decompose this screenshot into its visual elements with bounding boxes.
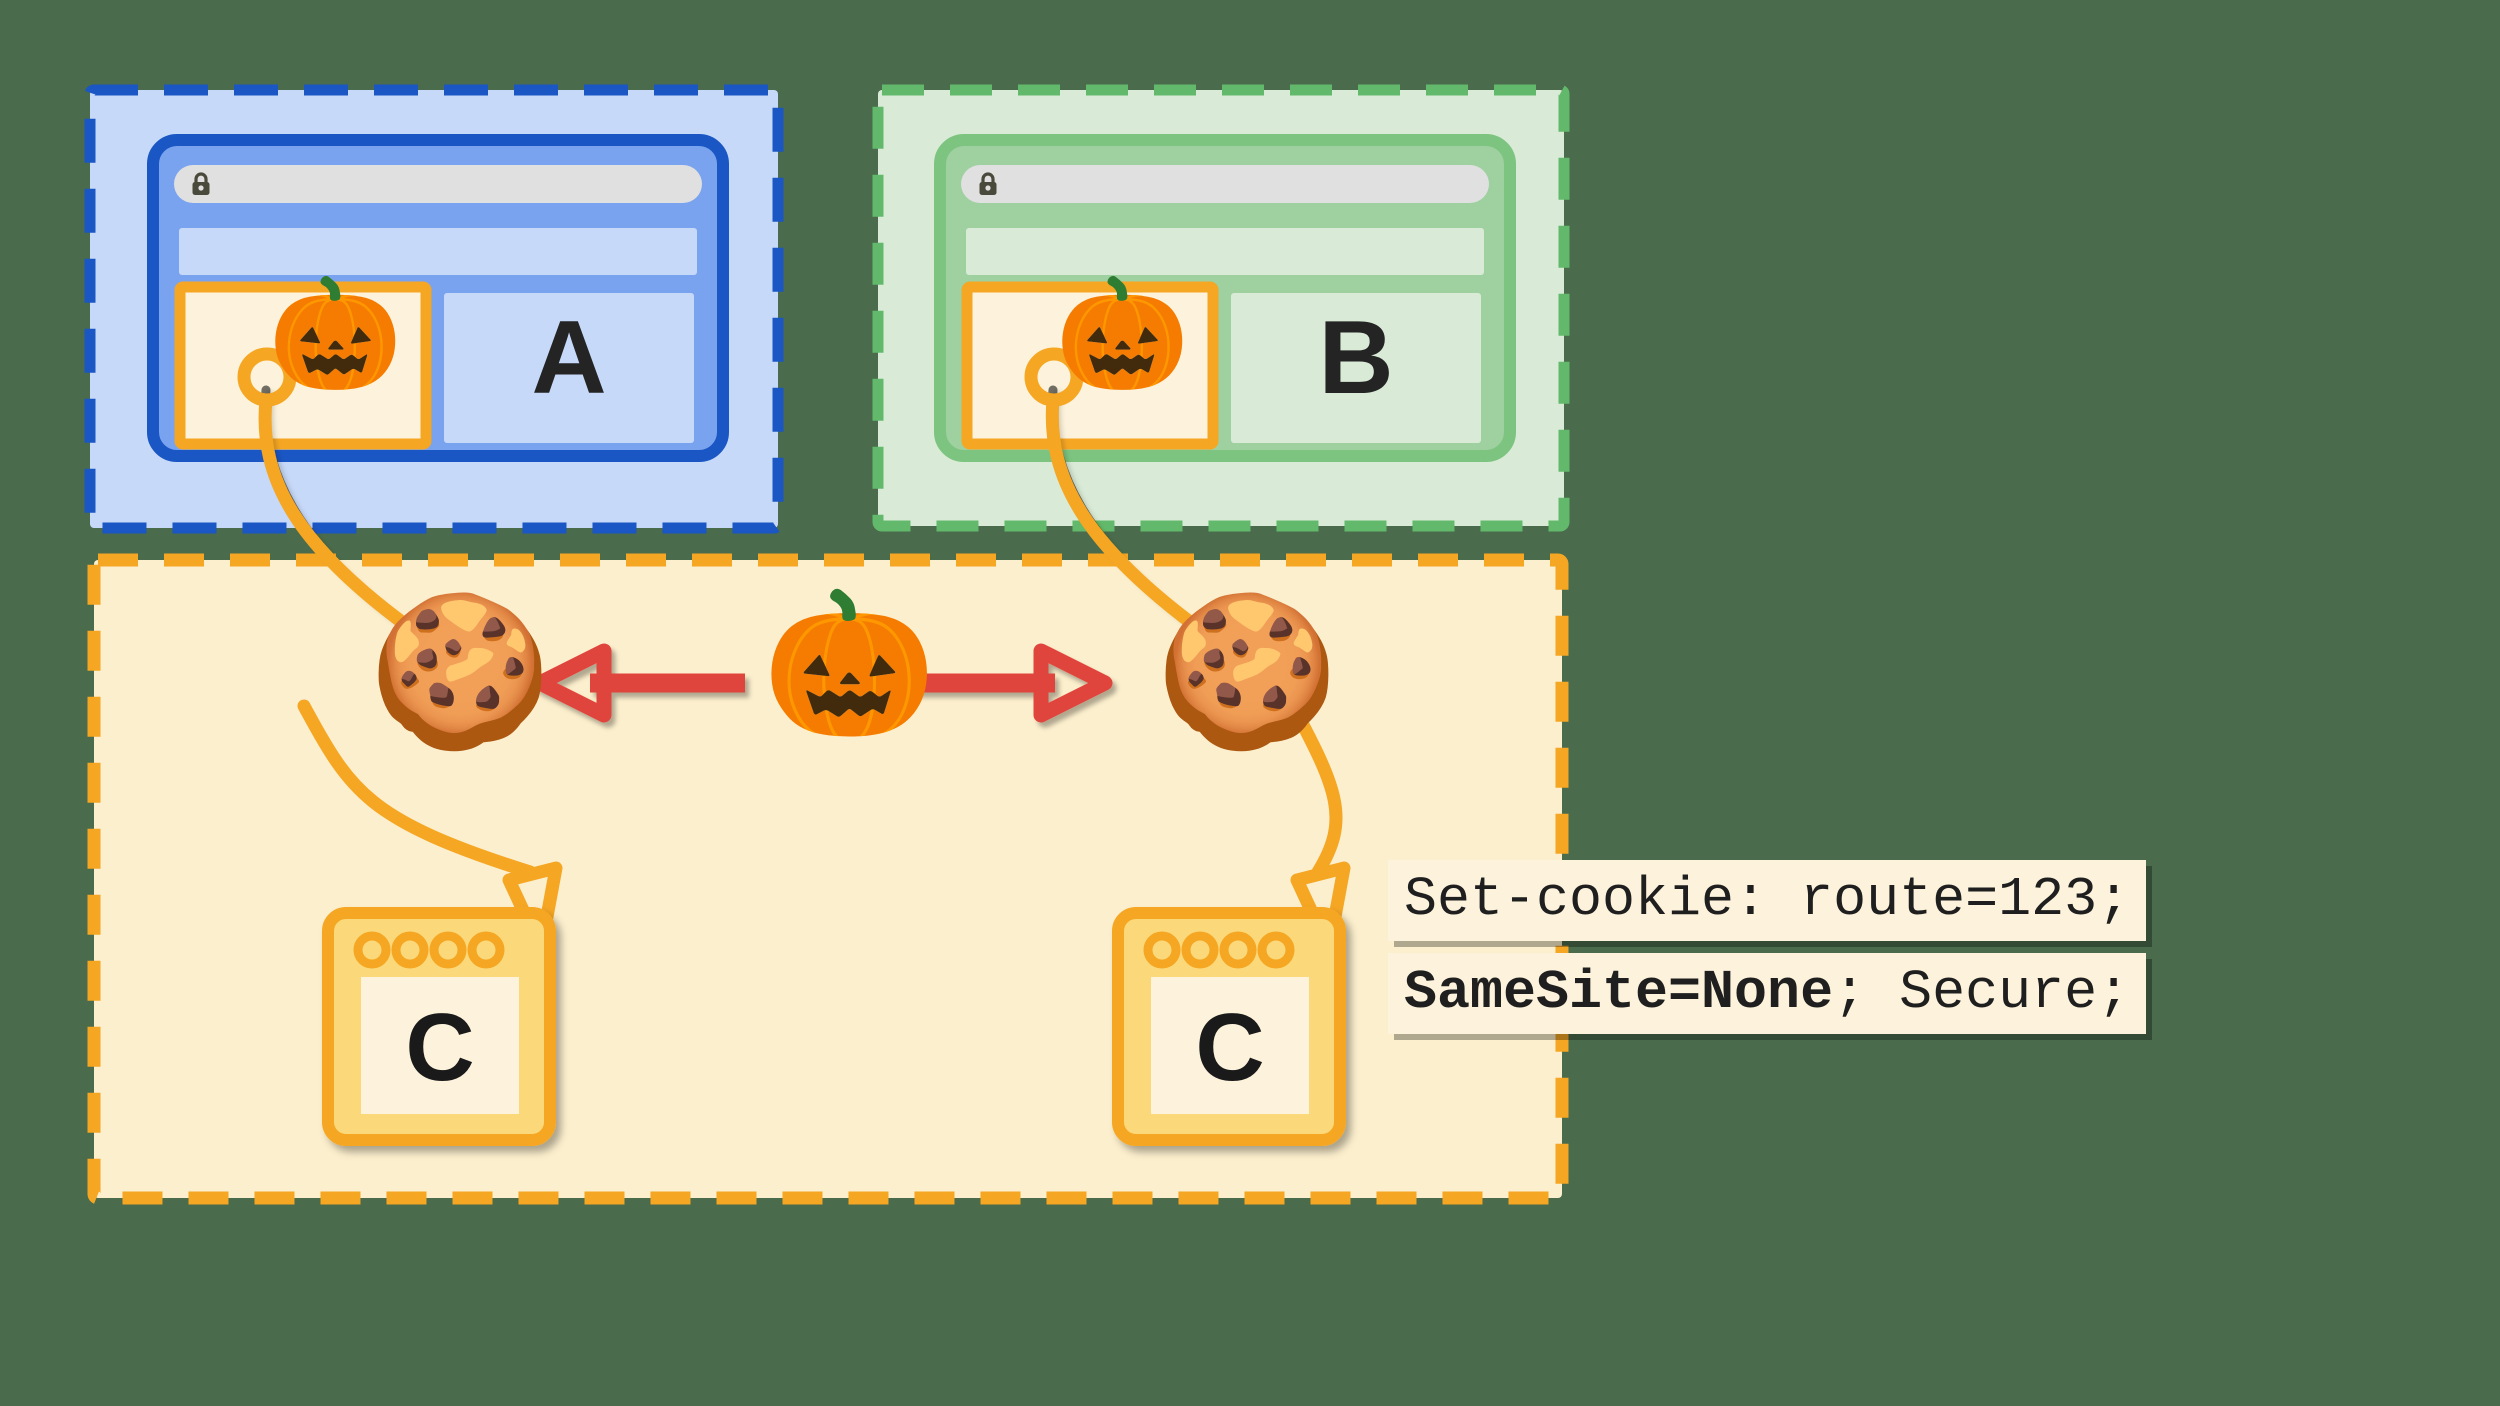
panel-site-a (84, 84, 784, 534)
server-c-left (322, 907, 556, 1146)
server-c-right-letter: C (1195, 994, 1264, 1101)
server-dot-1 (353, 931, 391, 969)
pumpkin-tile-a (174, 281, 432, 450)
letter-panel-a (444, 293, 694, 443)
code-label-line-1: Set-cookie: route=123; (1388, 860, 2147, 941)
center-pumpkin-icon: 🎃 (762, 585, 937, 742)
server-dot-4 (467, 931, 505, 969)
server-dot-1 (1143, 931, 1181, 969)
cookie-icon: 🍪 (1155, 589, 1340, 754)
pumpkin-tile-b (961, 281, 1219, 450)
code-label-line-2: SameSite=None; Secure; (1388, 953, 2147, 1034)
server-dot-3 (1219, 931, 1257, 969)
server-c-right-screen (1151, 977, 1309, 1114)
address-bar-a[interactable] (174, 165, 702, 203)
curved-arrow-b (1024, 347, 1205, 635)
code-secure-rest: ; Secure; (1833, 961, 2131, 1024)
content-strip-b (966, 228, 1484, 275)
lock-icon (192, 172, 210, 195)
server-dot-2 (1181, 931, 1219, 969)
code-samesite-none: SameSite=None (1404, 961, 1834, 1024)
pumpkin-icon: 🎃 (1055, 273, 1190, 394)
server-c-left-letter: C (405, 994, 474, 1101)
server-dot-3 (429, 931, 467, 969)
curved-arrow-a (237, 347, 417, 635)
arrowhead-left-red (532, 643, 612, 723)
pumpkin-icon: 🎃 (268, 273, 403, 394)
content-strip-a (179, 228, 697, 275)
panel-site-b (872, 84, 1570, 532)
server-c-left-screen (361, 977, 519, 1114)
server-dot-2 (391, 931, 429, 969)
lock-icon (979, 172, 997, 195)
site-a-letter: A (531, 300, 606, 416)
cookie-icon: 🍪 (368, 589, 553, 754)
arrowhead-right-red (1033, 643, 1113, 723)
same-cookie-arrow (532, 643, 1113, 723)
server-c-right (1112, 907, 1346, 1146)
letter-panel-b (1231, 293, 1481, 443)
address-bar-b[interactable] (961, 165, 1489, 203)
site-b-letter: B (1318, 300, 1393, 416)
server-dot-4 (1257, 931, 1295, 969)
